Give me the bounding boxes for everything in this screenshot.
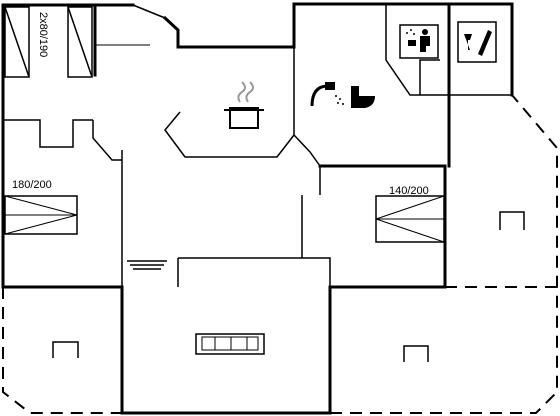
wine-bottle-glass-icon [457, 21, 497, 63]
bed-right-label: 140/200 [389, 185, 429, 197]
sofa-icon [195, 333, 265, 355]
shower-icon [310, 82, 344, 107]
sauna-icon [399, 24, 439, 59]
kitchen-counter [164, 111, 295, 158]
bed-left [4, 195, 78, 235]
garden-chair-icon [52, 211, 525, 362]
walls [1, 2, 514, 415]
terrace-outline [2, 94, 558, 414]
bed-right [375, 195, 445, 243]
entrance [95, 4, 166, 46]
bunk-bed-label: 2x80/190 [37, 12, 49, 57]
toilet-icon [351, 86, 375, 108]
bed-left-label: 180/200 [12, 179, 52, 191]
cooking-pot-icon [224, 81, 264, 129]
bunk-beds [4, 6, 93, 78]
wood-stove-icon [127, 260, 167, 270]
